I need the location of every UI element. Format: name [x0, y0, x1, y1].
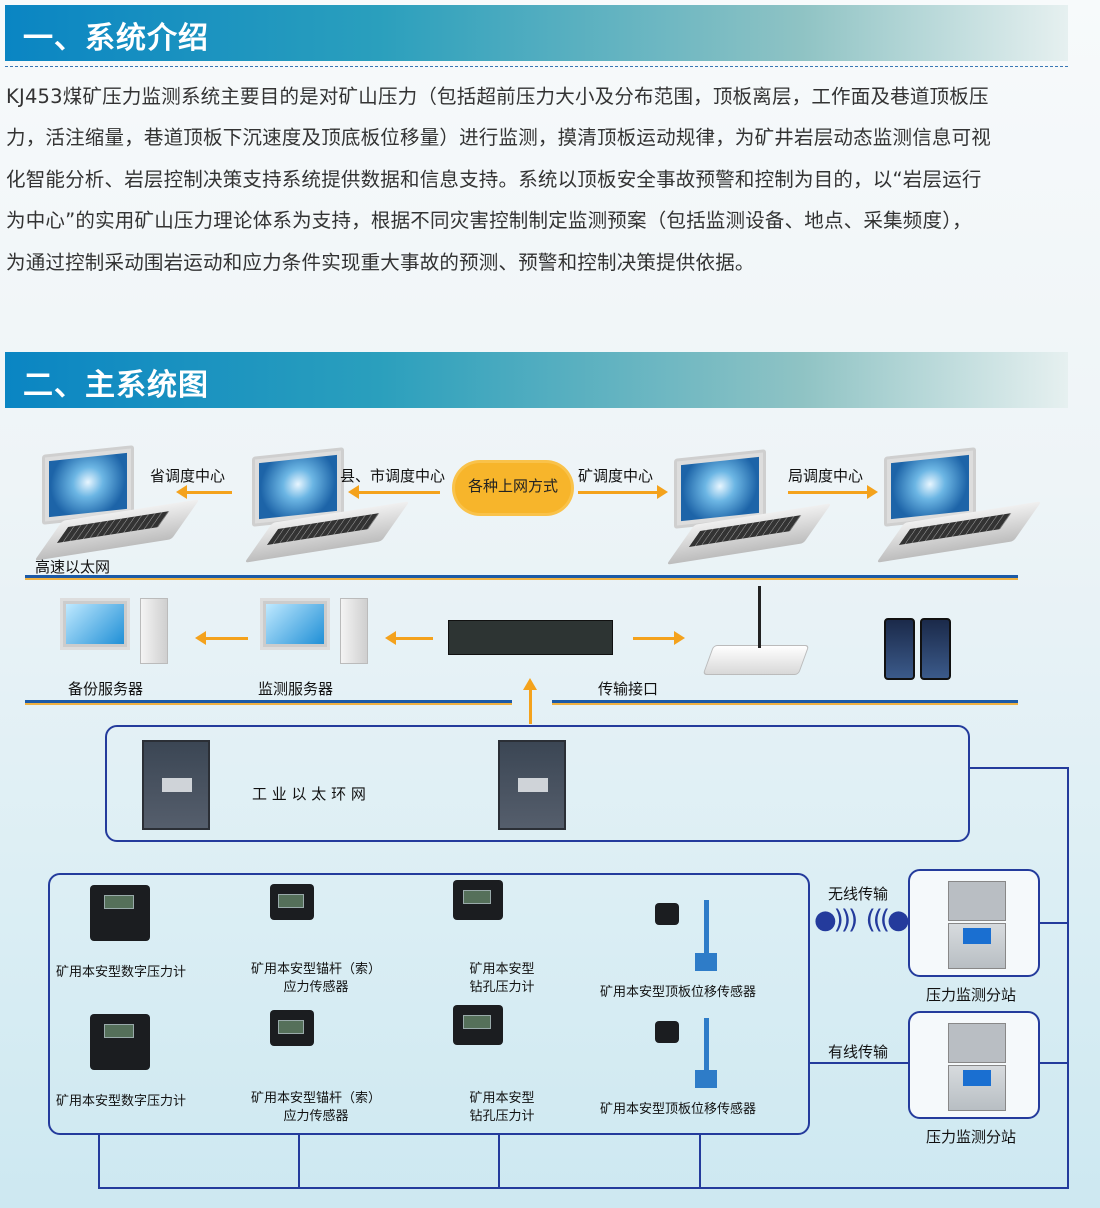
- sensor-label: 矿用本安型钻孔压力计: [469, 1091, 535, 1124]
- antenna-icon: [758, 586, 761, 648]
- interface-label: 传输接口: [598, 680, 659, 698]
- sensor-label: 矿用本安型顶板位移传感器: [600, 1102, 757, 1117]
- cloud-icon: 各种上网方式: [455, 463, 571, 513]
- arrow-right-icon: [788, 485, 878, 499]
- wireless-signal-icon: ●))) (((●: [814, 905, 910, 935]
- anchor-sensor-icon: [270, 1010, 314, 1046]
- backup-label: 备份服务器: [68, 680, 144, 698]
- pressure-station-icon: [908, 869, 1040, 977]
- intro-line: 为中心”的实用矿山压力理论体系为支持，根据不同灾害控制制定监测预案（包括监测设备…: [6, 209, 972, 232]
- borehole-gauge-icon: [453, 1005, 503, 1045]
- server-bus: [25, 700, 512, 705]
- wired-label: 有线传输: [828, 1043, 889, 1061]
- intro-line: 为通过控制采动围岩运动和应力条件实现重大事故的预测、预警和控制决策提供依据。: [6, 251, 755, 274]
- link-line: [699, 1135, 701, 1188]
- arrow-left-icon: [176, 485, 232, 499]
- mine-label: 矿调度中心: [578, 467, 654, 485]
- cloud-label: 各种上网方式: [467, 477, 558, 495]
- router-icon: [702, 645, 810, 675]
- displacement-base: [695, 953, 717, 971]
- arrow-left-icon: [385, 631, 433, 645]
- link-line: [298, 1135, 300, 1188]
- arrow-up-head: [523, 678, 537, 690]
- link-line: [498, 1135, 500, 1188]
- section-header-intro: 一、系统介绍: [5, 5, 1068, 61]
- divider: [5, 66, 1068, 67]
- intro-line: 化智能分析、岩层控制决策支持系统提供数据和信息支持。系统以顶板安全事故预警和控制…: [6, 168, 982, 191]
- sensor-label: 矿用本安型顶板位移传感器: [600, 985, 757, 1000]
- switch-enclosure-icon: [142, 740, 210, 830]
- pressure-gauge-icon: [90, 885, 150, 941]
- phone-icon: [920, 618, 951, 680]
- bureau-label: 局调度中心: [788, 467, 864, 485]
- ethernet-label: 高速以太网: [35, 558, 111, 576]
- pressure-gauge-icon: [90, 1014, 150, 1070]
- wireless-label: 无线传输: [828, 885, 889, 903]
- displacement-base: [695, 1070, 717, 1088]
- section-title: 一、系统介绍: [23, 21, 209, 56]
- arrow-up-icon: [529, 690, 532, 724]
- displacement-rod: [704, 900, 709, 960]
- sensor-label: 矿用本安型钻孔压力计: [469, 962, 535, 995]
- displacement-sensor-icon: [655, 903, 679, 925]
- switch-icon: [448, 620, 613, 655]
- switch-enclosure-icon: [498, 740, 566, 830]
- industrial-ring-box: [105, 725, 970, 842]
- sensor-label: 矿用本安型数字压力计: [56, 1094, 187, 1109]
- anchor-sensor-icon: [270, 884, 314, 920]
- section-title: 二、主系统图: [23, 368, 209, 403]
- pressure-station-icon: [908, 1011, 1040, 1119]
- phone-icon: [884, 618, 915, 680]
- link-line: [1067, 767, 1069, 1189]
- intro-line: KJ453煤矿压力监测系统主要目的是对矿山压力（包括超前压力大小及分布范围，顶板…: [6, 85, 989, 108]
- provincial-label: 省调度中心: [150, 467, 226, 485]
- monitor-server-icon: [260, 598, 368, 664]
- county-label: 县、市调度中心: [340, 467, 446, 485]
- arrow-left-icon: [195, 631, 248, 645]
- arrow-right-icon: [578, 485, 668, 499]
- intro-line: 力，活注缩量，巷道顶板下沉速度及顶底板位移量）进行监测，摸清顶板运动规律，为矿井…: [6, 126, 992, 149]
- link-line: [98, 1135, 100, 1188]
- borehole-gauge-icon: [453, 880, 503, 920]
- section-header-diagram: 二、主系统图: [5, 352, 1068, 408]
- sensor-label: 矿用本安型数字压力计: [56, 965, 187, 980]
- ethernet-bus: [25, 575, 1018, 580]
- backup-server-icon: [60, 598, 168, 664]
- arrow-left-icon: [348, 485, 440, 499]
- monitor-label: 监测服务器: [258, 680, 334, 698]
- link-line: [810, 1062, 908, 1064]
- sensor-label: 矿用本安型锚杆（索）应力传感器: [250, 962, 381, 995]
- displacement-sensor-icon: [655, 1021, 679, 1043]
- link-line: [98, 1187, 1069, 1189]
- ring-label: 工 业 以 太 环 网: [252, 785, 366, 803]
- station-label: 压力监测分站: [926, 986, 1017, 1004]
- link-line: [1040, 922, 1068, 924]
- link-line: [970, 767, 1069, 769]
- arrow-right-icon: [633, 631, 685, 645]
- displacement-rod: [704, 1018, 709, 1078]
- laptop-icon: [876, 447, 1042, 563]
- sensor-box: [48, 873, 810, 1135]
- sensor-label: 矿用本安型锚杆（索）应力传感器: [250, 1091, 381, 1124]
- link-line: [1040, 1062, 1068, 1064]
- station-label: 压力监测分站: [926, 1128, 1017, 1146]
- server-bus: [552, 700, 1018, 705]
